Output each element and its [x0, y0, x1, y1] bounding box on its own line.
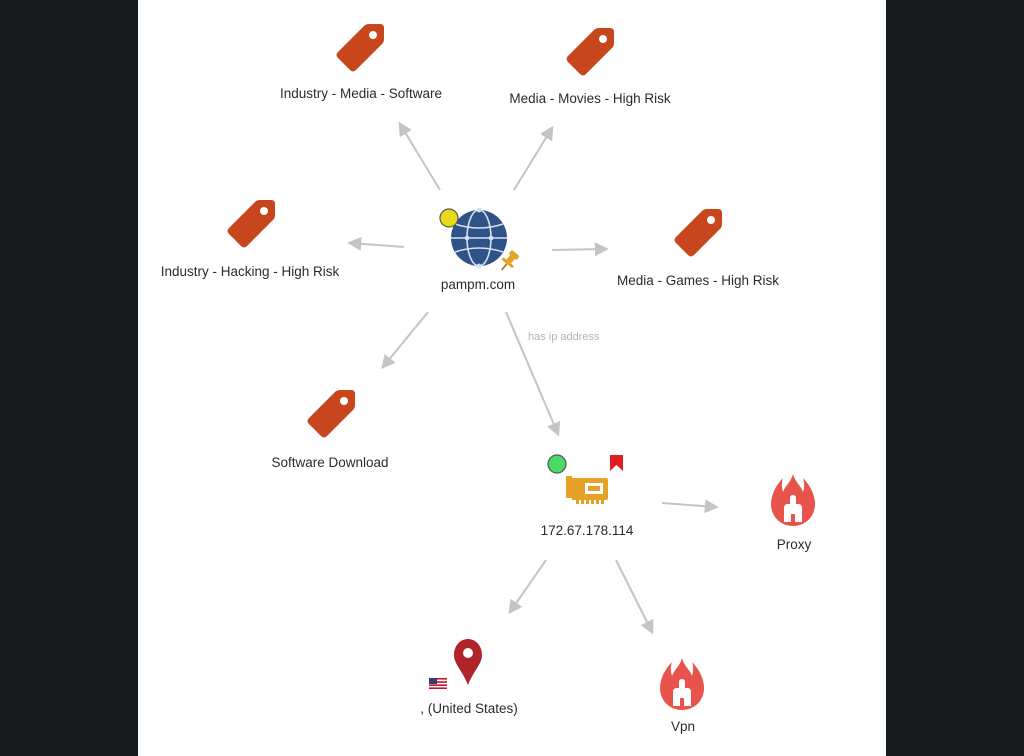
edge-ip-proxy	[661, 499, 719, 514]
edge-domain-ip	[505, 311, 561, 437]
threat-node-proxy[interactable]: Proxy	[771, 474, 815, 552]
graph-canvas[interactable]: has ip address Industry - Media - Softwa…	[138, 0, 886, 756]
tag-label: Industry - Hacking - High Risk	[161, 264, 340, 279]
tag-icon	[307, 390, 355, 438]
location-node[interactable]: , (United States)	[420, 639, 518, 716]
threat-label: Proxy	[777, 537, 812, 552]
domain-label: pampm.com	[441, 277, 515, 292]
tag-node-media-movies-high-risk[interactable]: Media - Movies - High Risk	[509, 28, 671, 106]
status-dot	[547, 454, 567, 474]
domain-node[interactable]: pampm.com	[439, 207, 521, 292]
bookmark-flag-icon	[610, 455, 623, 471]
tag-node-software-download[interactable]: Software Download	[271, 390, 389, 470]
edge-ip-vpn	[615, 559, 654, 635]
tag-label: Media - Movies - High Risk	[509, 91, 671, 106]
status-dot	[439, 208, 459, 228]
edge-domain-tag-games	[551, 242, 609, 257]
flame-icon	[660, 658, 704, 710]
relationship-graph[interactable]: has ip address Industry - Media - Softwa…	[138, 0, 886, 756]
edge-domain-tag-movies	[513, 125, 554, 191]
tag-node-industry-media-software[interactable]: Industry - Media - Software	[280, 24, 442, 101]
ip-node[interactable]: 172.67.178.114	[541, 454, 634, 538]
tag-node-industry-hacking-high-risk[interactable]: Industry - Hacking - High Risk	[161, 200, 340, 279]
location-label: , (United States)	[420, 701, 518, 716]
tag-icon	[674, 209, 722, 257]
ip-label: 172.67.178.114	[541, 523, 634, 538]
pin-icon	[501, 250, 520, 271]
edge-domain-tag-software	[398, 121, 441, 191]
tag-node-media-games-high-risk[interactable]: Media - Games - High Risk	[617, 209, 779, 288]
us-flag-icon	[429, 678, 447, 689]
tag-icon	[566, 28, 614, 76]
tag-icon	[227, 200, 275, 248]
globe-icon	[451, 207, 507, 269]
tag-label: Media - Games - High Risk	[617, 273, 779, 288]
tag-icon	[336, 24, 384, 72]
flame-icon	[771, 474, 815, 526]
edge-label-has-ip-address: has ip address	[528, 331, 600, 343]
edge-ip-location	[508, 559, 547, 615]
edges	[347, 121, 719, 635]
threat-label: Vpn	[671, 719, 695, 734]
location-pin-icon	[454, 639, 482, 685]
edge-domain-tag-hacking	[347, 236, 405, 251]
tag-label: Software Download	[271, 455, 388, 470]
edge-domain-tag-software-download	[381, 311, 429, 370]
network-card-icon	[566, 476, 608, 504]
tag-label: Industry - Media - Software	[280, 86, 442, 101]
threat-node-vpn[interactable]: Vpn	[660, 658, 704, 734]
